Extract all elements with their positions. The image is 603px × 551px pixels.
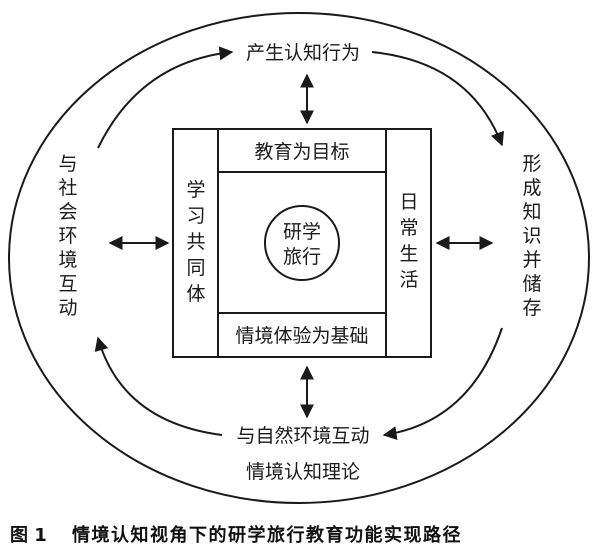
inner-bottom-label: 情境体验为基础	[235, 325, 368, 347]
outer-ellipse	[8, 12, 590, 504]
inner-left-label: 学习共同体	[186, 179, 205, 305]
right-label: 形成知识并储存	[522, 153, 541, 319]
left-label: 与社会环境互动	[58, 153, 77, 319]
center-label-line2: 旅行	[283, 246, 321, 268]
theory-label: 情境认知理论	[246, 461, 360, 483]
figure-title: 情境认知视角下的研学旅行教育功能实现路径	[72, 524, 462, 546]
inner-top-label: 教育为目标	[254, 141, 349, 163]
inner-right-label: 日常生活	[399, 191, 418, 291]
center-circle	[264, 205, 340, 281]
bottom-label: 与自然环境互动	[236, 425, 369, 447]
arc-right-to-bottom	[382, 327, 503, 441]
arc-bottom-to-left	[94, 336, 223, 436]
figure-number: 图 1	[10, 525, 47, 546]
center-label-line1: 研学	[283, 221, 321, 243]
top-label: 产生认知行为	[246, 42, 360, 64]
arc-top-to-right	[371, 51, 504, 147]
arc-left-to-top	[97, 46, 234, 149]
